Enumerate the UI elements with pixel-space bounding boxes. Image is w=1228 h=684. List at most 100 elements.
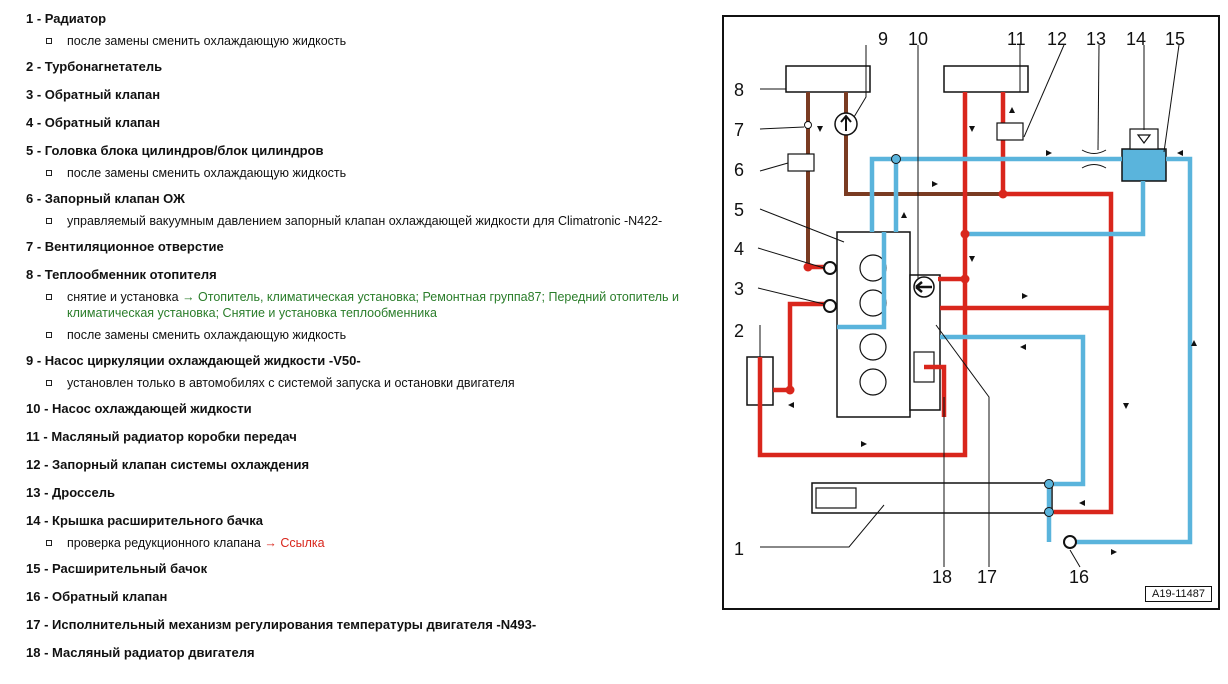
legend-item-label: Радиатор bbox=[44, 11, 107, 26]
legend-item-number: 15 - bbox=[26, 561, 49, 576]
cooling-system-diagram: 8 7 6 5 4 3 2 1 9 10 11 12 13 14 15 18 1… bbox=[722, 15, 1220, 610]
shutoff-valve-12 bbox=[996, 122, 1024, 141]
legend-item-title: 5 - Головка блока цилиндров/блок цилиндр… bbox=[26, 142, 716, 159]
legend-note-text: снятие и установка bbox=[67, 290, 183, 304]
legend-item-label: Теплообменник отопителя bbox=[44, 267, 217, 282]
square-bullet-icon bbox=[46, 170, 52, 176]
cap-valve-symbol bbox=[1136, 134, 1152, 144]
legend-item-number: 7 - bbox=[26, 239, 42, 254]
label-17: 17 bbox=[977, 567, 997, 587]
legend-item: 6 - Запорный клапан ОЖ управляемый вакуум… bbox=[26, 190, 716, 229]
legend-item-number: 5 - bbox=[26, 143, 42, 158]
legend-item-title: 4 - Обратный клапан bbox=[26, 114, 716, 131]
legend-item-number: 3 - bbox=[26, 87, 42, 102]
legend-note-text: установлен только в автомобилях с систем… bbox=[67, 376, 515, 390]
label-11: 11 bbox=[1007, 29, 1026, 49]
legend-item: 2 - Турбонагнетатель bbox=[26, 58, 716, 75]
legend-item-number: 6 - bbox=[26, 191, 42, 206]
legend-item-number: 17 - bbox=[26, 617, 49, 632]
transmission-oil-cooler-shape bbox=[943, 65, 1029, 93]
legend-item-label: Крышка расширительного бачка bbox=[52, 513, 264, 528]
check-valve-4 bbox=[823, 261, 837, 275]
legend-item-label: Насос циркуляции охлаждающей жидкости -V… bbox=[44, 353, 361, 368]
legend-item-title: 10 - Насос охлаждающей жидкости bbox=[26, 400, 716, 417]
legend-item-title: 7 - Вентиляционное отверстие bbox=[26, 238, 716, 255]
square-bullet-icon bbox=[46, 38, 52, 44]
legend-item-number: 13 - bbox=[26, 485, 49, 500]
legend-item-number: 16 - bbox=[26, 589, 49, 604]
junctions bbox=[785, 121, 1054, 517]
legend-note: после замены сменить охлаждающую жидкост… bbox=[26, 33, 716, 49]
radiator-tank-shape bbox=[815, 487, 857, 509]
legend-item-number: 9 - bbox=[26, 353, 42, 368]
square-bullet-icon bbox=[46, 218, 52, 224]
label-3: 3 bbox=[734, 279, 744, 299]
legend-note-text: после замены сменить охлаждающую жидкост… bbox=[67, 328, 347, 342]
check-valve-3 bbox=[823, 299, 837, 313]
legend-note-link[interactable]: → Отопитель, климатическая установка; Ре… bbox=[67, 290, 680, 320]
leader-lines bbox=[757, 44, 1180, 568]
legend-item: 17 - Исполнительный механизм регулирован… bbox=[26, 616, 716, 633]
square-bullet-icon bbox=[46, 294, 52, 300]
legend-item-title: 17 - Исполнительный механизм регулирован… bbox=[26, 616, 716, 633]
legend-item: 7 - Вентиляционное отверстие bbox=[26, 238, 716, 255]
legend-note-text: управляемый вакуумным давлением запорный… bbox=[67, 214, 663, 228]
label-12: 12 bbox=[1047, 29, 1067, 49]
flow-arrows bbox=[788, 107, 1197, 555]
legend-item: 13 - Дроссель bbox=[26, 484, 716, 501]
label-8: 8 bbox=[734, 80, 744, 100]
legend-item-label: Запорный клапан ОЖ bbox=[44, 191, 185, 206]
label-4: 4 bbox=[734, 239, 744, 259]
label-5: 5 bbox=[734, 200, 744, 220]
legend-item-title: 1 - Радиатор bbox=[26, 10, 716, 27]
legend-item: 12 - Запорный клапан системы охлаждения bbox=[26, 456, 716, 473]
legend-item-title: 3 - Обратный клапан bbox=[26, 86, 716, 103]
legend-item: 9 - Насос циркуляции охлаждающей жидкост… bbox=[26, 352, 716, 391]
legend-item-number: 1 - bbox=[26, 11, 42, 26]
label-7: 7 bbox=[734, 120, 744, 140]
check-valve-16 bbox=[1063, 535, 1077, 549]
legend-item-number: 2 - bbox=[26, 59, 42, 74]
expansion-tank-shape bbox=[1121, 148, 1167, 182]
legend-item: 4 - Обратный клапан bbox=[26, 114, 716, 131]
label-13: 13 bbox=[1086, 29, 1106, 49]
legend-item: 16 - Обратный клапан bbox=[26, 588, 716, 605]
legend-item: 18 - Масляный радиатор двигателя bbox=[26, 644, 716, 661]
label-6: 6 bbox=[734, 160, 744, 180]
legend-item-title: 12 - Запорный клапан системы охлаждения bbox=[26, 456, 716, 473]
legend-item-label: Масляный радиатор двигателя bbox=[52, 645, 255, 660]
throttle-13 bbox=[1081, 149, 1107, 169]
square-bullet-icon bbox=[46, 540, 52, 546]
legend-item-title: 18 - Масляный радиатор двигателя bbox=[26, 644, 716, 661]
legend-item: 5 - Головка блока цилиндров/блок цилиндр… bbox=[26, 142, 716, 181]
legend-item-label: Расширительный бачок bbox=[52, 561, 208, 576]
label-15: 15 bbox=[1165, 29, 1185, 49]
legend-item-title: 11 - Масляный радиатор коробки передач bbox=[26, 428, 716, 445]
legend-item-number: 14 - bbox=[26, 513, 49, 528]
label-1: 1 bbox=[734, 539, 744, 559]
legend-note: проверка редукционного клапана → Ссылка bbox=[26, 535, 716, 551]
legend-item-number: 18 - bbox=[26, 645, 49, 660]
legend-item-label: Запорный клапан системы охлаждения bbox=[52, 457, 310, 472]
legend-item-label: Масляный радиатор коробки передач bbox=[51, 429, 297, 444]
legend-item-label: Насос охлаждающей жидкости bbox=[52, 401, 252, 416]
legend-item-label: Дроссель bbox=[52, 485, 115, 500]
legend-item-label: Обратный клапан bbox=[44, 115, 161, 130]
legend-note-text: проверка редукционного клапана bbox=[67, 536, 265, 550]
legend-item-number: 8 - bbox=[26, 267, 42, 282]
legend-item-label: Головка блока цилиндров/блок цилиндров bbox=[44, 143, 324, 158]
diagram-svg: 8 7 6 5 4 3 2 1 9 10 11 12 13 14 15 18 1… bbox=[734, 29, 1197, 587]
legend-note-text: после замены сменить охлаждающую жидкост… bbox=[67, 166, 347, 180]
legend-note: снятие и установка → Отопитель, климатич… bbox=[26, 289, 716, 321]
legend-item-label: Вентиляционное отверстие bbox=[44, 239, 224, 254]
pump-housing-shape bbox=[909, 274, 941, 411]
legend-item: 11 - Масляный радиатор коробки передач bbox=[26, 428, 716, 445]
cold-coolant-lines bbox=[837, 156, 1193, 545]
legend-note-link[interactable]: → Ссылка bbox=[264, 536, 325, 550]
label-9: 9 bbox=[878, 29, 888, 49]
heater-core-shape bbox=[785, 65, 871, 93]
legend-item-title: 6 - Запорный клапан ОЖ bbox=[26, 190, 716, 207]
legend-item-label: Обратный клапан bbox=[44, 87, 161, 102]
legend-item-label: Исполнительный механизм регулирования те… bbox=[52, 617, 537, 632]
label-18: 18 bbox=[932, 567, 952, 587]
